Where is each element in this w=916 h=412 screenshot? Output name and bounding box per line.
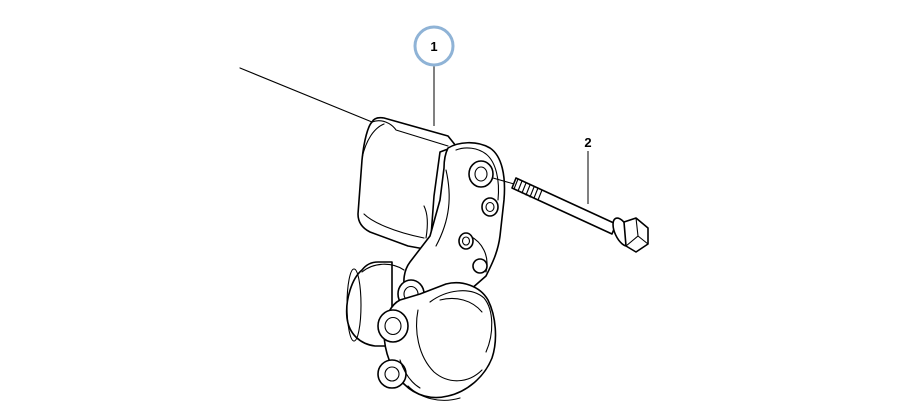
callout-2-label: 2 xyxy=(584,135,591,150)
tensioner-bracket-icon[interactable] xyxy=(345,116,506,401)
callout-1-highlight-ring xyxy=(413,25,455,67)
bolt-icon[interactable] xyxy=(511,177,649,253)
callout-2[interactable]: 2 xyxy=(584,135,591,150)
callout-1-label: 1 xyxy=(430,39,437,54)
axis-leader-line xyxy=(239,67,373,123)
bolt-axis-line xyxy=(492,177,515,185)
callout-1[interactable]: 1 xyxy=(413,25,455,67)
